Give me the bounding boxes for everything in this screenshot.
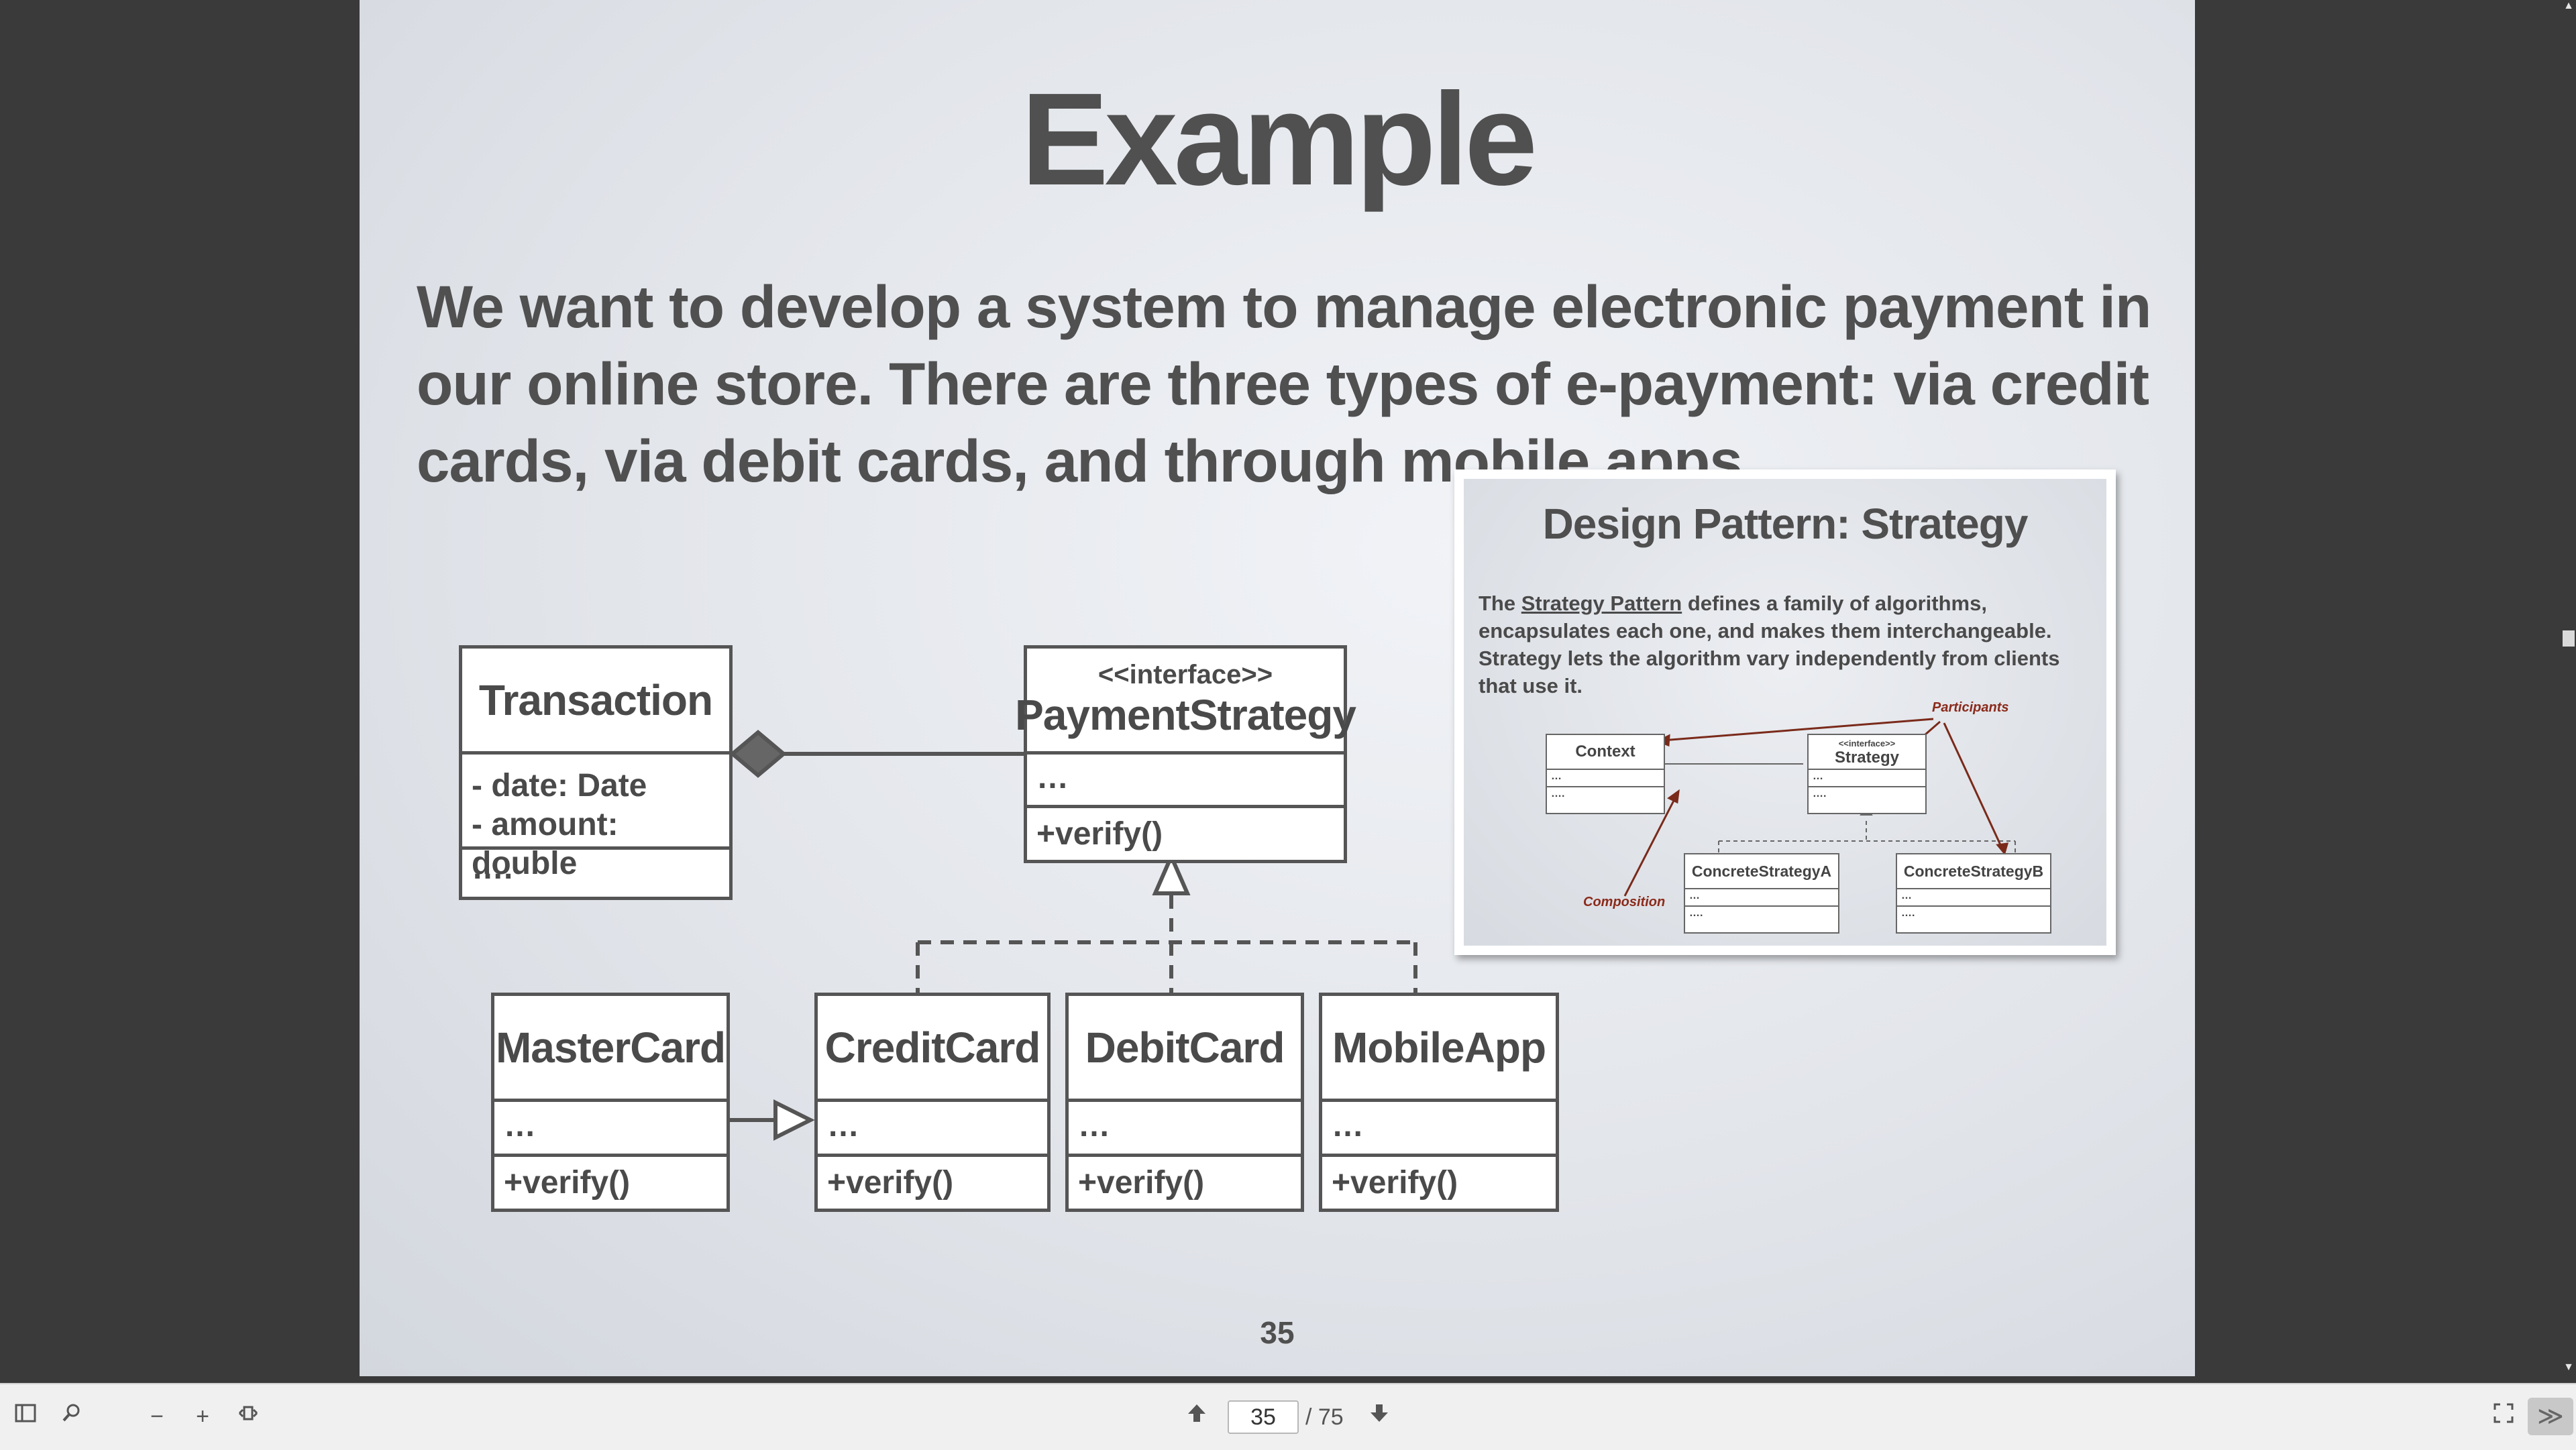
slide-body-text: We want to develop a system to manage el…	[417, 273, 2151, 494]
strategy-pattern-link: Strategy Pattern	[1521, 592, 1682, 615]
payment-strategy-interface: <<interface>> PaymentStrategy … +verify(…	[1015, 645, 1356, 863]
composition-note: Composition	[1583, 895, 1666, 909]
sidebar-toggle-icon[interactable]	[11, 1402, 40, 1431]
expand-tools-icon[interactable]: ≫	[2528, 1398, 2573, 1435]
slide-title: Example	[1020, 66, 1538, 213]
context-class: Context … ….	[1546, 734, 1665, 814]
inset-diagram-connectors	[1623, 718, 2016, 897]
attribute-date: - date: Date	[472, 768, 647, 803]
attribute-amount: - amount: double	[472, 807, 619, 881]
method-verify: +verify()	[504, 1165, 631, 1201]
strategy-pattern-inset: Design Pattern: Strategy The Strategy Pa…	[1454, 469, 2116, 955]
attributes-ellipsis: …	[1078, 1108, 1110, 1144]
viewer-toolbar: − + / 75 ≫	[0, 1383, 2576, 1450]
zoom-in-icon[interactable]: +	[196, 1404, 209, 1429]
search-icon[interactable]	[56, 1402, 86, 1431]
concrete-strategy-a: ConcreteStrategyA … ….	[1684, 853, 1839, 934]
slide-page-number: 35	[1260, 1315, 1295, 1350]
class-name: Transaction	[478, 675, 713, 724]
method-verify: +verify()	[1036, 816, 1163, 852]
inset-title: Design Pattern: Strategy	[1542, 500, 2029, 548]
page-number-input[interactable]	[1228, 1400, 1299, 1434]
concrete-strategy-b: ConcreteStrategyB … ….	[1896, 853, 2051, 934]
zoom-out-icon[interactable]: −	[150, 1404, 164, 1429]
document-viewer: Example We want to develop a system to m…	[360, 0, 2576, 1383]
slide-page: Example We want to develop a system to m…	[360, 0, 2195, 1376]
strategy-interface: <<interface>> Strategy … ….	[1807, 734, 1927, 814]
composition-diamond	[729, 730, 787, 778]
class-name: MobileApp	[1332, 1023, 1546, 1072]
class-name: PaymentStrategy	[1015, 691, 1356, 739]
attributes-ellipsis: …	[504, 1108, 536, 1144]
participants-note: Participants	[1932, 700, 2009, 715]
stereotype-label: <<interface>>	[1097, 660, 1273, 689]
total-pages-label: / 75	[1305, 1404, 1344, 1430]
class-name: MasterCard	[495, 1023, 726, 1072]
uml-connectors	[729, 730, 1417, 1141]
attributes-ellipsis: …	[827, 1108, 859, 1144]
inset-description: The Strategy Pattern defines a family of…	[1479, 592, 2060, 698]
creditcard-class: CreditCard … +verify()	[814, 993, 1051, 1212]
scroll-thumb[interactable]	[2563, 630, 2575, 647]
scroll-up-arrow-icon[interactable]: ▲	[2563, 0, 2574, 11]
transaction-class: Transaction - date: Date - amount: doubl…	[459, 645, 733, 900]
fullscreen-icon[interactable]	[2489, 1402, 2518, 1431]
scroll-down-arrow-icon[interactable]: ▼	[2563, 1361, 2574, 1373]
method-verify: +verify()	[1332, 1165, 1458, 1201]
mobileapp-class: MobileApp … +verify()	[1319, 993, 1559, 1212]
method-verify: +verify()	[827, 1165, 954, 1201]
context-label: Context	[1547, 735, 1664, 770]
realization-arrowhead	[1152, 851, 1191, 895]
attributes-ellipsis: …	[1332, 1108, 1364, 1144]
class-name: CreditCard	[824, 1023, 1041, 1072]
method-verify: +verify()	[1078, 1165, 1205, 1201]
mastercard-arrowhead	[773, 1099, 815, 1141]
debitcard-class: DebitCard … +verify()	[1065, 993, 1304, 1212]
attributes-ellipsis: …	[1036, 760, 1069, 795]
next-page-arrow-icon[interactable]	[1364, 1402, 1394, 1431]
fit-page-icon[interactable]	[233, 1402, 263, 1431]
previous-page-arrow-icon[interactable]	[1182, 1402, 1212, 1431]
class-name: DebitCard	[1085, 1023, 1285, 1072]
methods-ellipsis: ….	[472, 850, 513, 886]
mastercard-class: MasterCard … +verify()	[491, 993, 730, 1212]
strategy-label: Strategy	[1834, 748, 1900, 767]
vertical-scrollbar[interactable]: ▲ ▼	[2557, 0, 2576, 1383]
